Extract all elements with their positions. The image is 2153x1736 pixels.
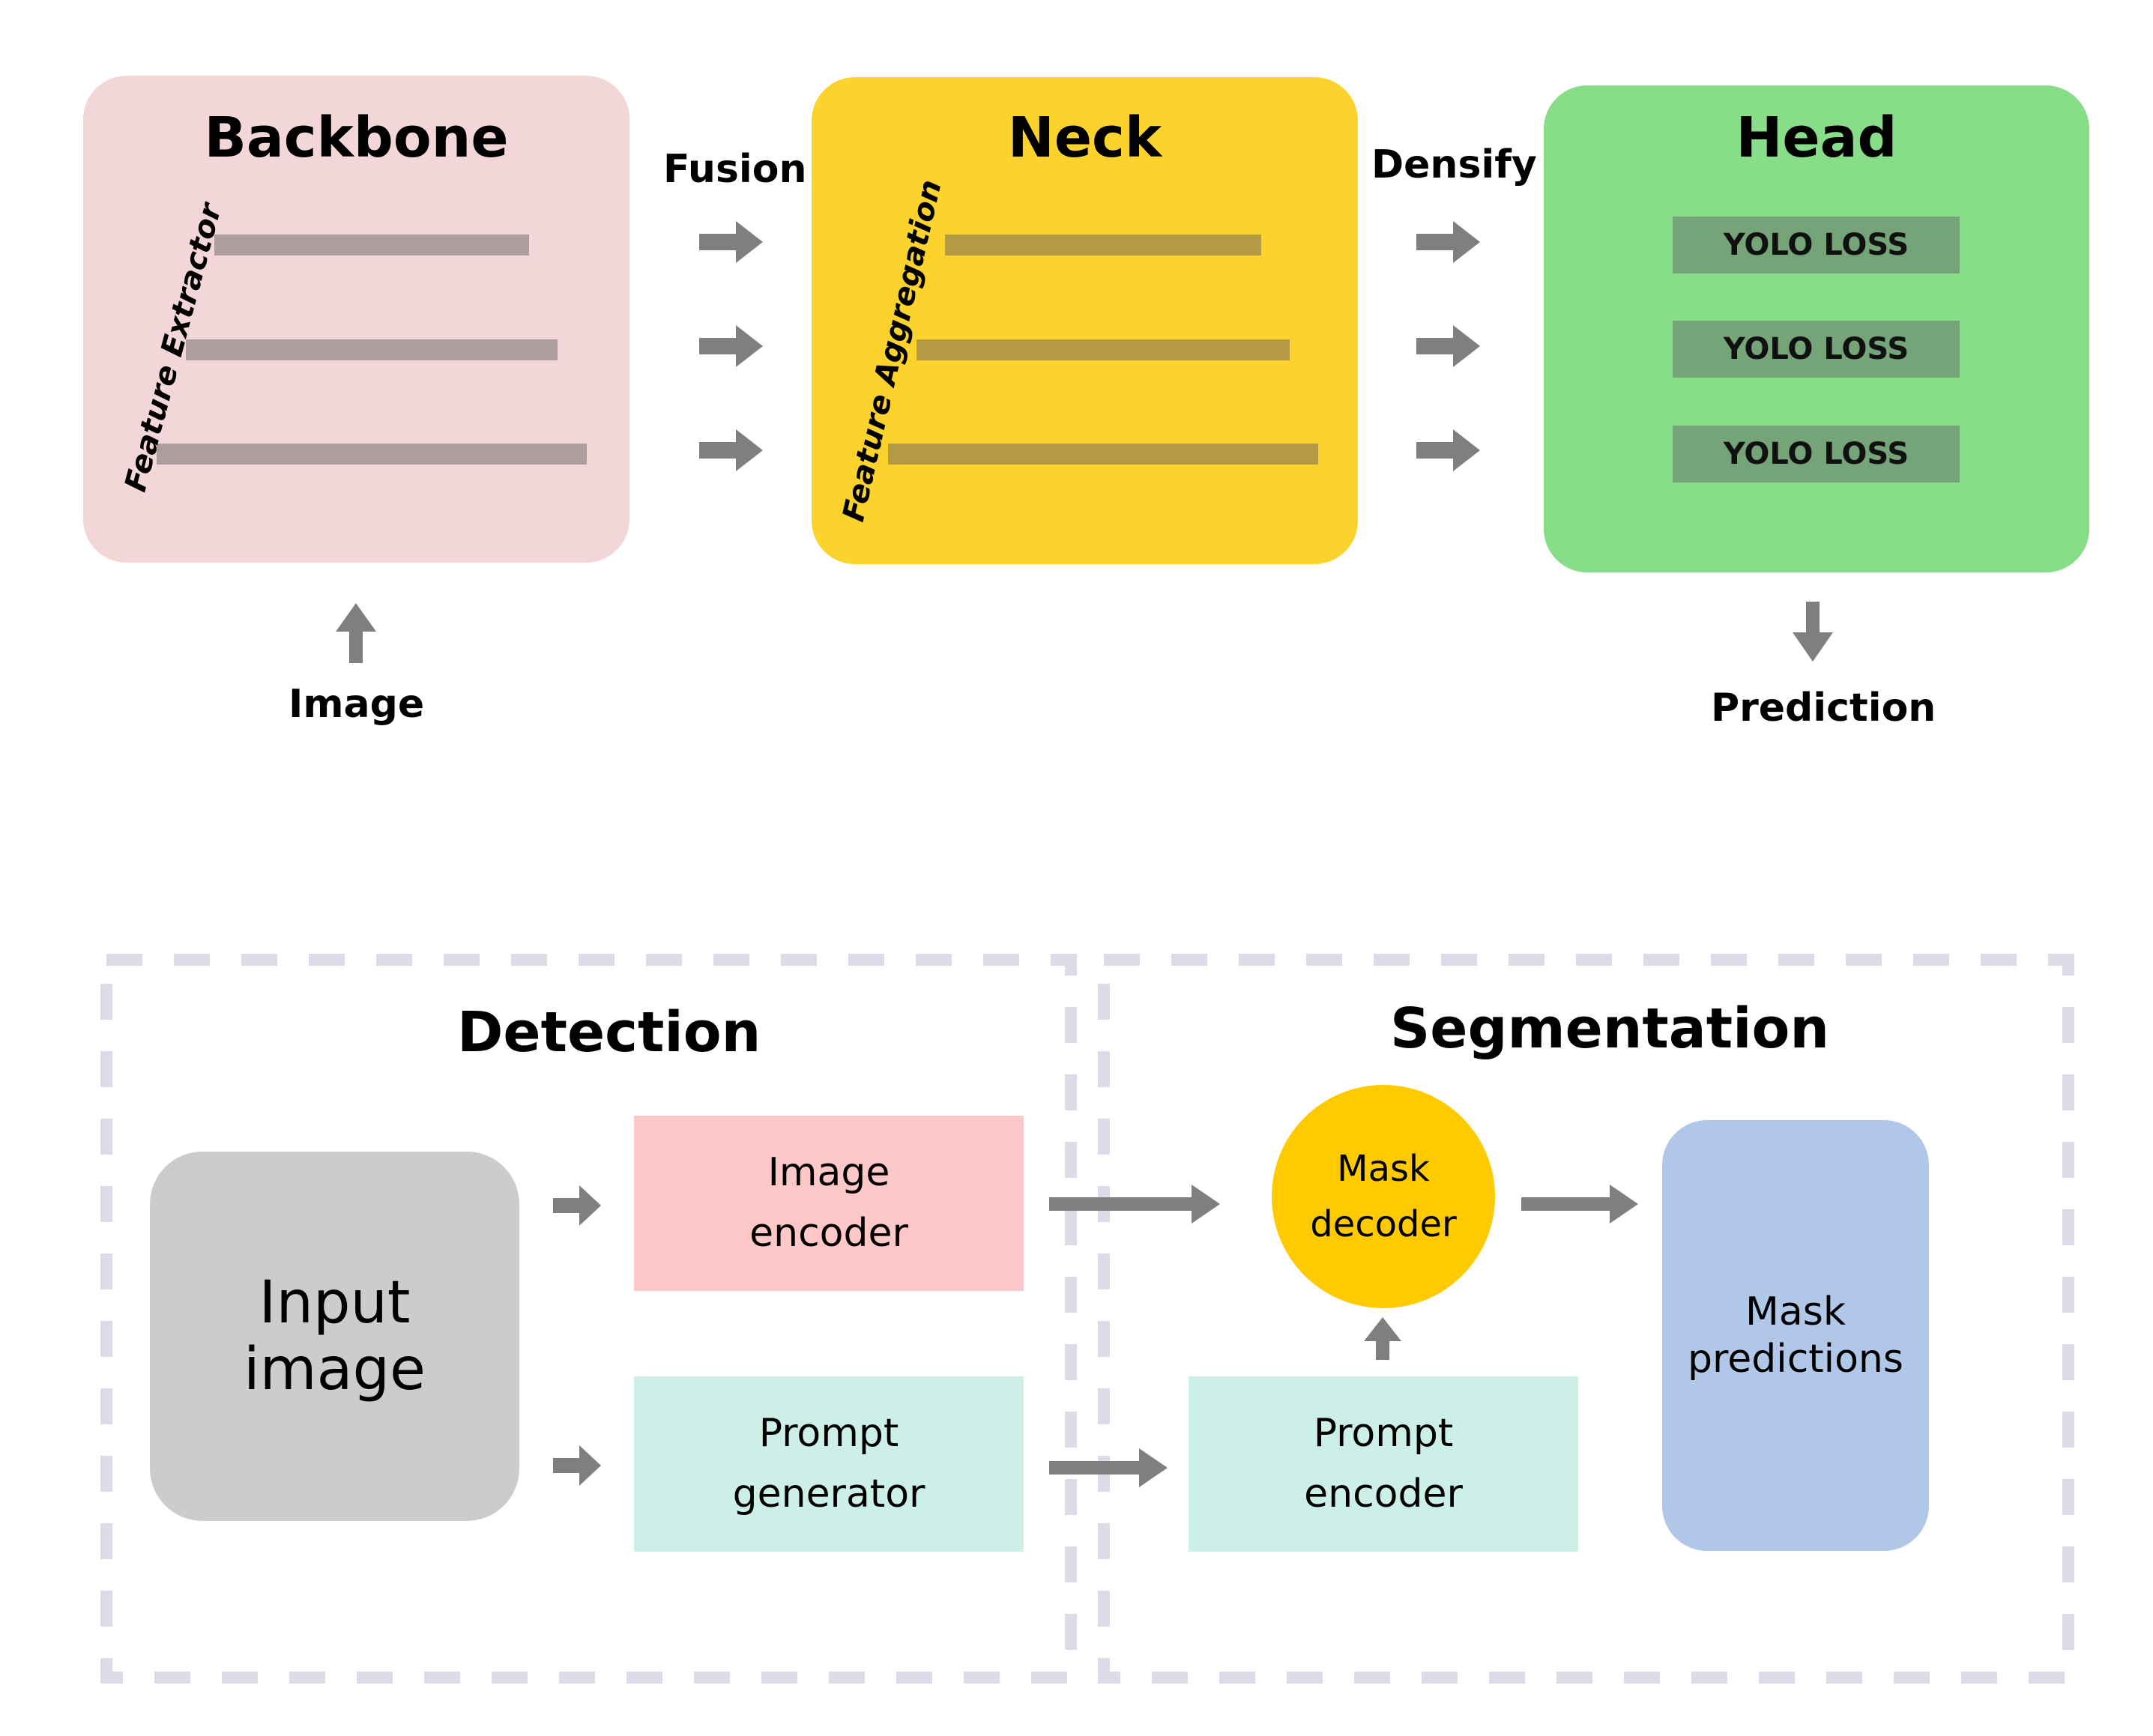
prompt-encoder-line: encoder [1304,1472,1463,1516]
densify-arrow-icon [1416,429,1480,471]
mask-predictions-line: Mask [1745,1289,1846,1335]
image-encoder-box: Image encoder [634,1116,1024,1291]
densify-arrow-icon [1416,221,1480,263]
mask-decoder-circle: Mask decoder [1272,1085,1495,1308]
neck-feature-bar [945,235,1261,255]
mask-decoder-line: decoder [1310,1203,1457,1245]
backbone-feature-bar [214,235,529,255]
neck-feature-bar [888,444,1318,465]
segmentation-title: Segmentation [1390,996,1830,1061]
decoder-to-predictions-arrow-icon [1521,1185,1638,1224]
prediction-down-arrow-icon [1793,602,1833,662]
backbone-title: Backbone [204,106,509,170]
image-encoder-line: encoder [749,1211,908,1256]
densify-label: Densify [1371,142,1537,187]
mask-predictions-box: Mask predictions [1662,1120,1929,1551]
prompt-encoder-line: Prompt [1313,1411,1454,1457]
prompt-generator-line: generator [732,1472,925,1516]
prompt-generator-line: Prompt [758,1411,899,1457]
input-image-box: Input image [150,1152,519,1521]
backbone-feature-bar [186,339,558,360]
input-to-encoder-arrow-icon [553,1185,601,1226]
fusion-arrow-icon [699,429,763,471]
image-up-arrow-icon [336,603,376,663]
encoder-to-decoder-arrow-icon [1049,1185,1220,1224]
backbone-feature-bar [157,444,587,465]
prediction-label: Prediction [1711,686,1936,731]
image-encoder-line: Image [767,1150,890,1196]
densify-arrow-icon [1416,325,1480,367]
neck-panel: Neck Feature Aggregation [812,77,1358,564]
yolo-loss-box: YOLO LOSS [1673,217,1960,273]
head-title: Head [1736,106,1897,170]
generator-to-encoder-arrow-icon [1049,1448,1168,1487]
detection-title: Detection [457,1000,761,1065]
input-image-line: Input [259,1269,411,1337]
mask-predictions-line: predictions [1688,1336,1903,1382]
neck-title: Neck [1007,106,1162,170]
fusion-arrow-icon [699,221,763,263]
neck-feature-bar [917,339,1290,360]
mask-decoder-line: Mask [1337,1147,1430,1190]
yolo-loss-box: YOLO LOSS [1673,426,1960,483]
prompt-generator-box: Prompt generator [634,1376,1024,1552]
fusion-arrow-icon [699,325,763,367]
input-to-generator-arrow-icon [553,1445,601,1486]
encoder-up-arrow-icon [1364,1317,1401,1360]
input-image-line: image [244,1335,426,1403]
head-panel: Head YOLO LOSS YOLO LOSS YOLO LOSS [1544,85,2089,572]
fusion-label: Fusion [663,147,807,192]
image-input-label: Image [289,682,425,727]
backbone-panel: Backbone Feature Extractor [83,76,629,563]
yolo-loss-box: YOLO LOSS [1673,321,1960,378]
prompt-encoder-box: Prompt encoder [1189,1376,1578,1552]
